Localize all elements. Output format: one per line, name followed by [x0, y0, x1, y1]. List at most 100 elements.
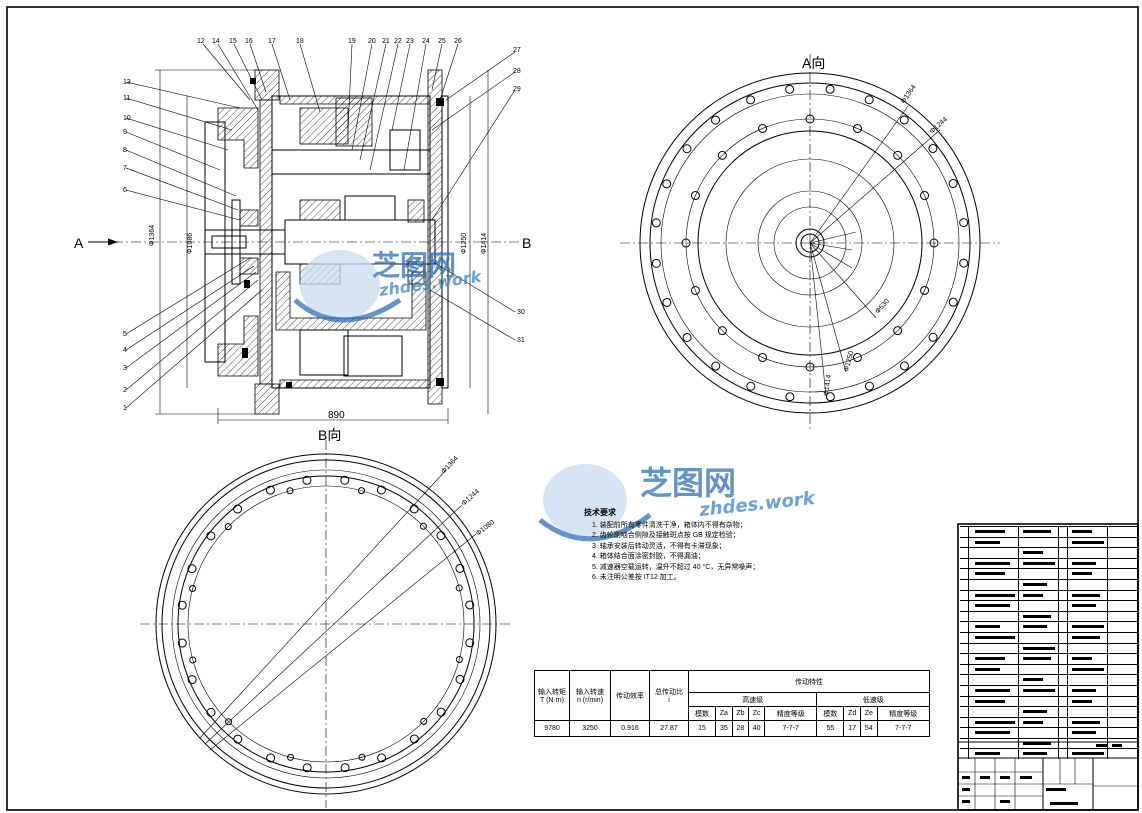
bolt-hole	[899, 361, 909, 371]
bom-cell	[1019, 537, 1059, 548]
part-no: 7	[123, 165, 127, 172]
bolt-hole	[436, 707, 446, 717]
bom-cell	[960, 707, 969, 717]
bom-cell	[1068, 643, 1108, 654]
technical-note-item: 3. 轴承安装后转动灵活，不得有卡滞现象；	[592, 542, 726, 550]
bolt-hole	[893, 150, 903, 160]
bom-row	[960, 695, 1138, 707]
bom-cell	[1108, 654, 1138, 664]
bom-cell	[969, 632, 1019, 643]
bom-cell	[1019, 664, 1059, 675]
bom-cell	[1059, 696, 1068, 707]
technical-note-item: 2. 齿轮副啮合侧隙及接触斑点按 GB 规定检验；	[592, 532, 740, 540]
bolt-hole	[920, 285, 930, 295]
bom-text-block	[1023, 720, 1044, 724]
part-no: 6	[123, 187, 127, 194]
bom-cell	[1019, 654, 1059, 664]
header-transmission: 传动特性	[688, 670, 930, 693]
part-no: 8	[123, 147, 127, 154]
part-no: 9	[123, 129, 127, 136]
part-no: 14	[212, 38, 220, 45]
header-input-speed: 输入转速 n (r/min)	[569, 670, 611, 721]
bolt-hole	[852, 123, 862, 133]
bolt-hole	[682, 144, 692, 154]
bom-cell	[1068, 548, 1108, 558]
part-no: 26	[454, 38, 462, 45]
bom-cell	[1068, 601, 1108, 611]
bolt-hole	[928, 332, 938, 342]
bom-text-block	[974, 635, 1015, 639]
header-efficiency: 传动效率	[610, 670, 650, 721]
bolt-hole	[189, 656, 197, 664]
bom-cell	[1059, 558, 1068, 569]
part-no: 28	[513, 68, 521, 75]
bom-cell	[960, 569, 969, 579]
part-no: 23	[406, 38, 414, 45]
bom-cell	[969, 675, 1019, 685]
bom-text-block	[1023, 530, 1052, 533]
bom-cell	[1108, 537, 1138, 548]
bom-cell	[1019, 675, 1059, 685]
bolt-hole	[409, 734, 419, 744]
part-no: 27	[513, 47, 521, 54]
bom-cell	[1059, 537, 1068, 548]
bom-cell	[1059, 632, 1068, 643]
sub-header: 精度等级	[876, 706, 931, 721]
bom-text-block	[974, 720, 1015, 724]
bom-text-block	[1023, 582, 1048, 586]
bom-cell	[1108, 738, 1138, 749]
bom-cell	[1108, 728, 1138, 738]
bom-text-block	[1072, 625, 1105, 629]
bom-cell	[1108, 622, 1138, 632]
bom-cell	[969, 707, 1019, 717]
sub-header: Ze	[860, 706, 878, 721]
bolt-hole	[224, 523, 232, 531]
part-no: 20	[368, 38, 376, 45]
bolt-hole	[465, 638, 475, 648]
part-no: 16	[245, 38, 253, 45]
watermark-brand: 芝图网	[372, 249, 456, 282]
bom-cell	[1019, 717, 1059, 728]
value-efficiency: 0.916	[610, 720, 650, 737]
bom-cell	[960, 579, 969, 590]
bom-row	[960, 674, 1138, 685]
bom-cell	[1019, 728, 1059, 738]
bom-text-block	[1023, 678, 1044, 682]
bolt-hole	[651, 258, 661, 268]
bom-row	[960, 727, 1138, 738]
bom-row	[960, 663, 1138, 675]
bom-cell	[969, 548, 1019, 558]
bom-cell	[1059, 622, 1068, 632]
bom-cell	[1019, 622, 1059, 632]
bom-text-block	[1023, 688, 1056, 692]
part-no: 12	[197, 38, 205, 45]
bom-cell	[969, 664, 1019, 675]
bom-cell	[960, 685, 969, 696]
bom-cell	[960, 717, 969, 728]
bom-text-block	[974, 657, 1005, 661]
bolt-hole	[959, 218, 969, 228]
bom-row	[960, 547, 1138, 558]
bolt-hole	[662, 179, 672, 189]
sub-header: 模数	[816, 706, 845, 721]
view-a-title: A向	[802, 55, 825, 71]
bom-cell	[969, 738, 1019, 749]
b-dim-3: Φ1080	[475, 519, 496, 538]
bolt-hole	[233, 734, 243, 744]
bolt-hole	[357, 487, 365, 495]
bom-cell	[1059, 527, 1068, 537]
bolt-hole	[928, 144, 938, 154]
bom-cell	[1019, 749, 1059, 760]
bom-row	[960, 684, 1138, 696]
bom-text-block	[974, 625, 1000, 629]
bom-text-block	[1072, 530, 1093, 533]
bom-cell	[960, 558, 969, 569]
part-no: 13	[123, 79, 131, 86]
bom-text-block	[1023, 752, 1048, 756]
bom-text-block	[1023, 710, 1048, 714]
bom-cell	[1068, 728, 1108, 738]
bolt-hole	[340, 475, 350, 485]
bom-text-block	[1072, 731, 1097, 735]
bolt-hole	[948, 179, 958, 189]
